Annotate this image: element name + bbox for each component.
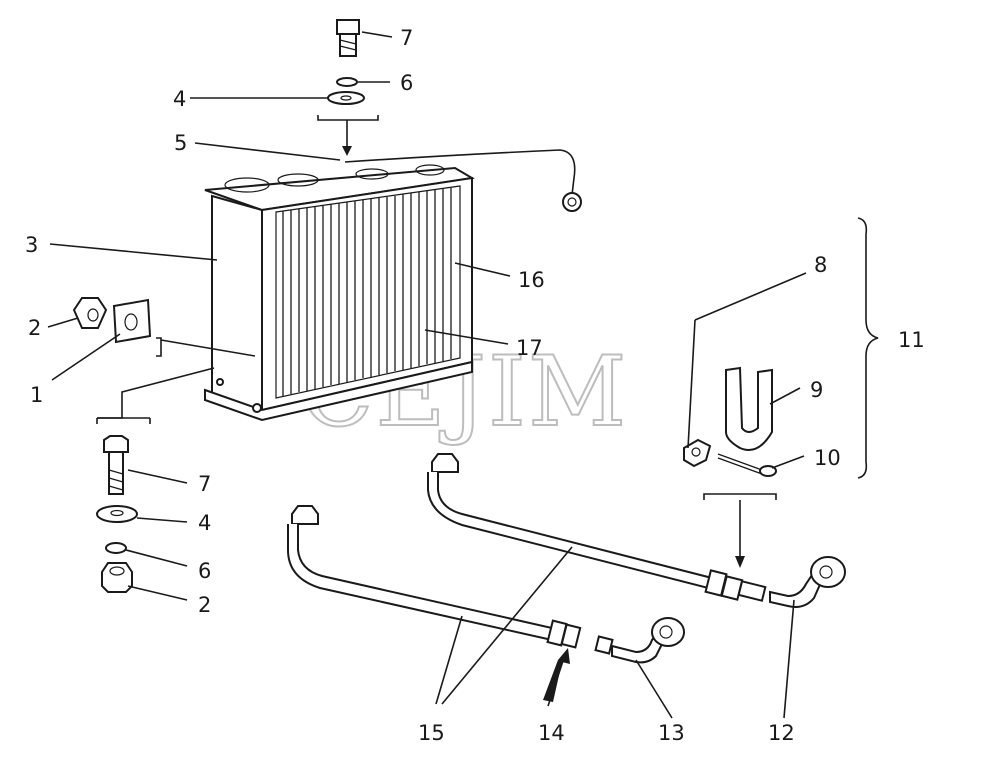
callout-5: 5	[174, 131, 187, 155]
callout-2-left: 2	[28, 316, 41, 340]
bottom-lock-washer	[105, 542, 127, 554]
cotter-pin	[717, 453, 777, 477]
clip-bracket	[857, 217, 879, 479]
callout-7-bottom: 7	[198, 472, 211, 496]
spring-clip	[683, 438, 712, 468]
callout-2-bottom: 2	[198, 593, 211, 617]
bottom-bolt	[103, 435, 129, 495]
callout-13: 13	[658, 721, 685, 745]
callout-11: 11	[898, 328, 925, 352]
callout-4-bottom: 4	[198, 511, 211, 535]
bottom-nut	[101, 562, 133, 593]
callout-10: 10	[814, 446, 841, 470]
callout-4-top: 4	[173, 87, 186, 111]
callout-6-top: 6	[400, 71, 413, 95]
top-assembly-bracket	[317, 115, 379, 156]
left-bracket	[156, 337, 256, 357]
banjo-fitting	[769, 556, 846, 608]
callout-7-top: 7	[400, 26, 413, 50]
callout-6-bottom: 6	[198, 559, 211, 583]
left-pad	[112, 298, 152, 344]
radiator-fins	[282, 188, 452, 396]
lower-pipe	[287, 505, 582, 649]
callout-3: 3	[25, 233, 38, 257]
pipe-union-nut	[594, 635, 614, 655]
u-clamp	[725, 366, 773, 451]
short-pipe-elbow	[611, 617, 685, 664]
callout-16: 16	[518, 268, 545, 292]
callout-14: 14	[538, 721, 565, 745]
callout-17: 17	[516, 336, 543, 360]
callout-9: 9	[810, 378, 823, 402]
upper-pipe	[427, 453, 767, 602]
callout-12: 12	[768, 721, 795, 745]
sensor-wire	[344, 149, 582, 212]
bottom-flat-washer	[96, 505, 138, 523]
top-flat-washer	[327, 91, 365, 105]
bottom-assembly-bracket	[96, 367, 215, 424]
callout-15: 15	[418, 721, 445, 745]
callout-1: 1	[30, 383, 43, 407]
clip-assembly-arrow	[703, 493, 777, 568]
left-nut	[72, 297, 108, 329]
top-lock-washer	[336, 77, 358, 87]
leader-lines	[47, 31, 807, 719]
callout-8: 8	[814, 253, 827, 277]
top-bolt	[336, 19, 360, 57]
